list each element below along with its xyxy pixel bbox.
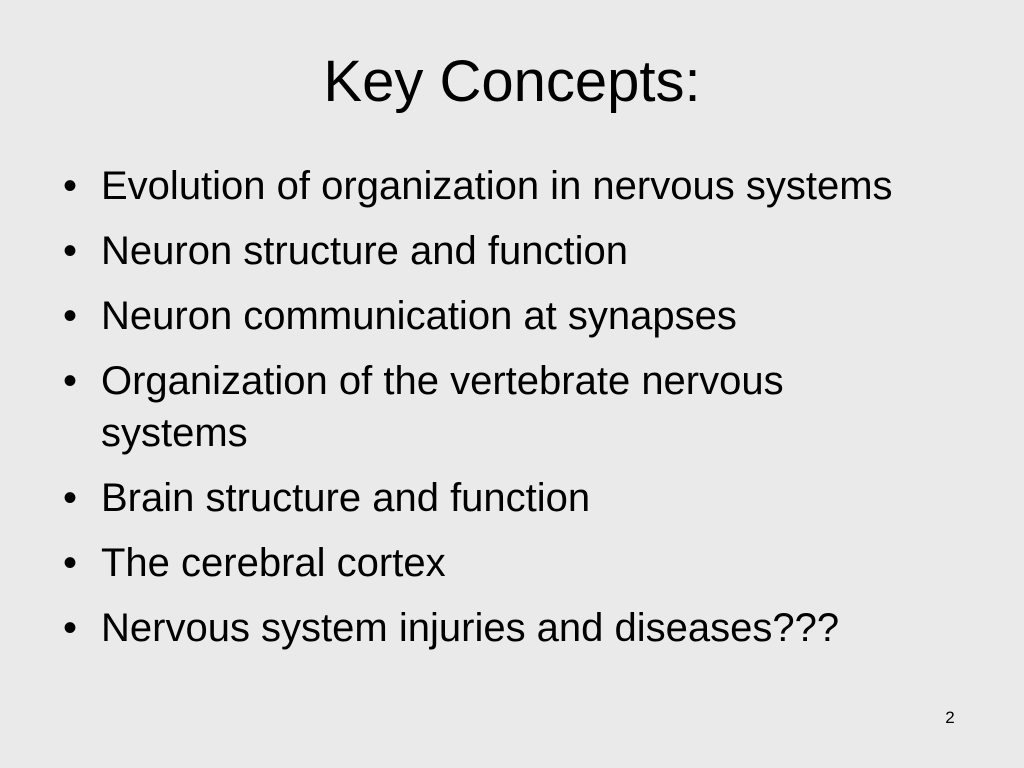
bullet-item: • Evolution of organization in nervous s… xyxy=(55,160,935,212)
bullet-icon: • xyxy=(62,294,77,338)
bullet-text: Nervous system injuries and diseases??? xyxy=(101,606,840,650)
bullet-text: Evolution of organization in nervous sys… xyxy=(101,164,893,208)
slide-title: Key Concepts: xyxy=(323,49,701,114)
bullet-item: • Neuron structure and function xyxy=(55,225,935,277)
bullet-text: Neuron structure and function xyxy=(101,229,628,273)
bullet-item: • Brain structure and function xyxy=(55,472,935,524)
bullet-item: • The cerebral cortex xyxy=(55,537,935,589)
bullet-item: • Neuron communication at synapses xyxy=(55,290,935,342)
bullet-text: The cerebral cortex xyxy=(101,541,446,585)
bullet-item: • Organization of the vertebrate nervous… xyxy=(55,355,935,459)
bullet-icon: • xyxy=(62,606,77,650)
bullet-icon: • xyxy=(62,359,77,403)
bullet-icon: • xyxy=(62,229,77,273)
bullet-text: Neuron communication at synapses xyxy=(101,294,737,338)
bullet-list: • Evolution of organization in nervous s… xyxy=(55,160,935,667)
bullet-icon: • xyxy=(62,164,77,208)
bullet-icon: • xyxy=(62,541,77,585)
bullet-text: Brain structure and function xyxy=(101,476,591,520)
bullet-text: Organization of the vertebrate nervous s… xyxy=(101,359,784,455)
bullet-icon: • xyxy=(62,476,77,520)
page-number: 2 xyxy=(945,708,955,727)
bullet-item: • Nervous system injuries and diseases??… xyxy=(55,602,935,654)
